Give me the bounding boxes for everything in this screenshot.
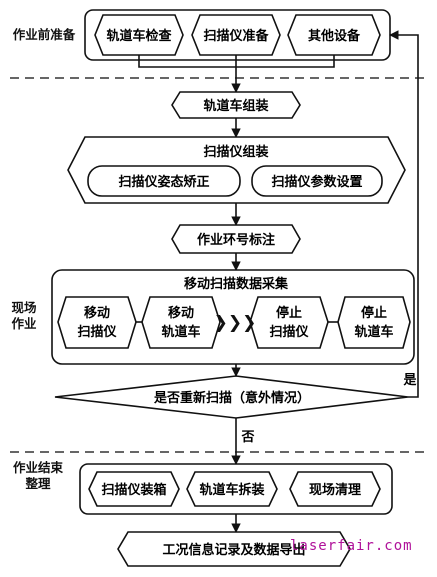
section-label-finish-line1: 作业结束 [12, 460, 63, 475]
scanner-item-1-shape [87, 165, 241, 197]
finish-box-1: 扫描仪装箱 [101, 482, 166, 498]
scanner-item-1: 扫描仪姿态矫正 [118, 174, 209, 190]
scan-step-4-line2: 轨道车 [354, 324, 393, 340]
prep-box-2: 扫描仪准备 [203, 28, 269, 44]
prep-box-3: 其他设备 [308, 28, 361, 44]
chevron-arrows-icon: ❯❯❯ [214, 313, 257, 333]
scanner-item-2: 扫描仪参数设置 [271, 174, 362, 190]
prep-box-1: 轨道车检查 [106, 28, 172, 44]
scan-step-4-shape [337, 296, 411, 349]
prep-box-1-shape [94, 14, 184, 56]
decision-yes-label: 是 [402, 373, 417, 388]
scan-step-3-line2: 扫描仪 [269, 324, 309, 340]
ring-marking-shape [171, 224, 301, 254]
scanner-assembly-title: 扫描仪组装 [203, 144, 268, 160]
scan-step-2-shape [141, 296, 221, 349]
scan-step-3-shape [249, 296, 329, 349]
finish-box-2: 轨道车拆装 [199, 482, 264, 498]
mobile-scan-title: 移动扫描数据采集 [184, 276, 289, 292]
scan-step-4-line1: 停止 [361, 305, 387, 321]
final-box: 工况信息记录及数据导出 [162, 542, 305, 558]
ring-marking: 作业环号标注 [197, 232, 275, 248]
scan-step-1-line1: 移动 [84, 305, 110, 321]
section-label-prep: 作业前准备 [4, 27, 84, 43]
scan-step-2-line1: 移动 [168, 305, 194, 321]
scan-step-1-line2: 扫描仪 [77, 324, 117, 340]
final-box-shape [117, 531, 351, 567]
track-assembly: 轨道车组装 [203, 98, 268, 114]
prep-box-2-shape [191, 14, 281, 56]
scan-step-3-line1: 停止 [276, 305, 302, 321]
finish-box-1-shape [88, 471, 180, 507]
track-assembly-shape [171, 91, 301, 119]
yes-loop-line [389, 30, 419, 398]
finish-box-3: 现场清理 [309, 482, 361, 498]
section-label-field-line2: 作业 [11, 316, 37, 331]
section-label-finish-line2: 整理 [25, 476, 51, 491]
watermark: laserfair.com [290, 538, 413, 554]
scan-step-2-line2: 轨道车 [161, 324, 200, 340]
decision-text: 是否重新扫描（意外情况） [153, 390, 310, 406]
finish-box-3-shape [289, 471, 381, 507]
section-label-finish: 作业结束 整理 [4, 460, 72, 492]
prep-box-3-shape [287, 14, 381, 56]
mobile-scan-container [51, 269, 415, 365]
decision-no-label: 否 [240, 430, 254, 445]
scan-step-1-shape [57, 296, 137, 349]
section-label-field-line1: 现场 [11, 300, 37, 315]
section-label-field: 现场 作业 [4, 300, 44, 332]
scanner-item-2-shape [251, 165, 383, 197]
section-label-prep-text: 作业前准备 [12, 27, 76, 42]
finish-box-2-shape [186, 471, 278, 507]
